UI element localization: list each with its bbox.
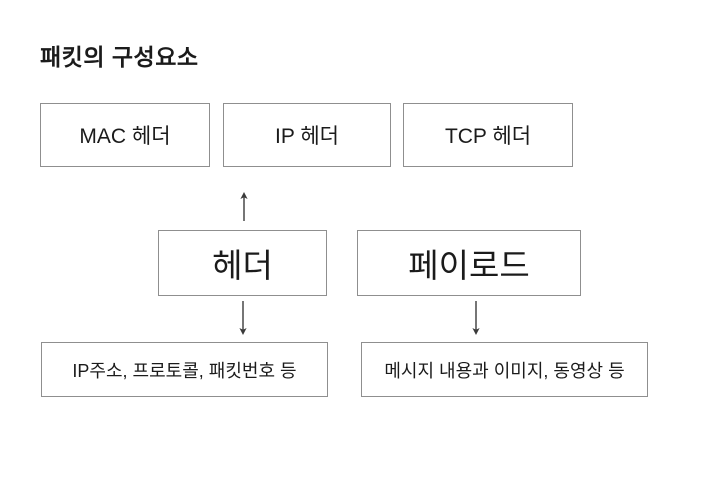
arrow-down-icon	[239, 301, 247, 335]
arrow-up-icon	[240, 192, 248, 221]
box-mac-header: MAC 헤더	[40, 103, 210, 167]
box-payload: 페이로드	[357, 230, 581, 296]
box-tcp-header: TCP 헤더	[403, 103, 573, 167]
box-header-contents: IP주소, 프로토콜, 패킷번호 등	[41, 342, 328, 397]
box-payload-contents: 메시지 내용과 이미지, 동영상 등	[361, 342, 648, 397]
page-title: 패킷의 구성요소	[40, 44, 199, 70]
box-header: 헤더	[158, 230, 327, 296]
box-ip-header: IP 헤더	[223, 103, 391, 167]
arrow-down-icon	[472, 301, 480, 335]
